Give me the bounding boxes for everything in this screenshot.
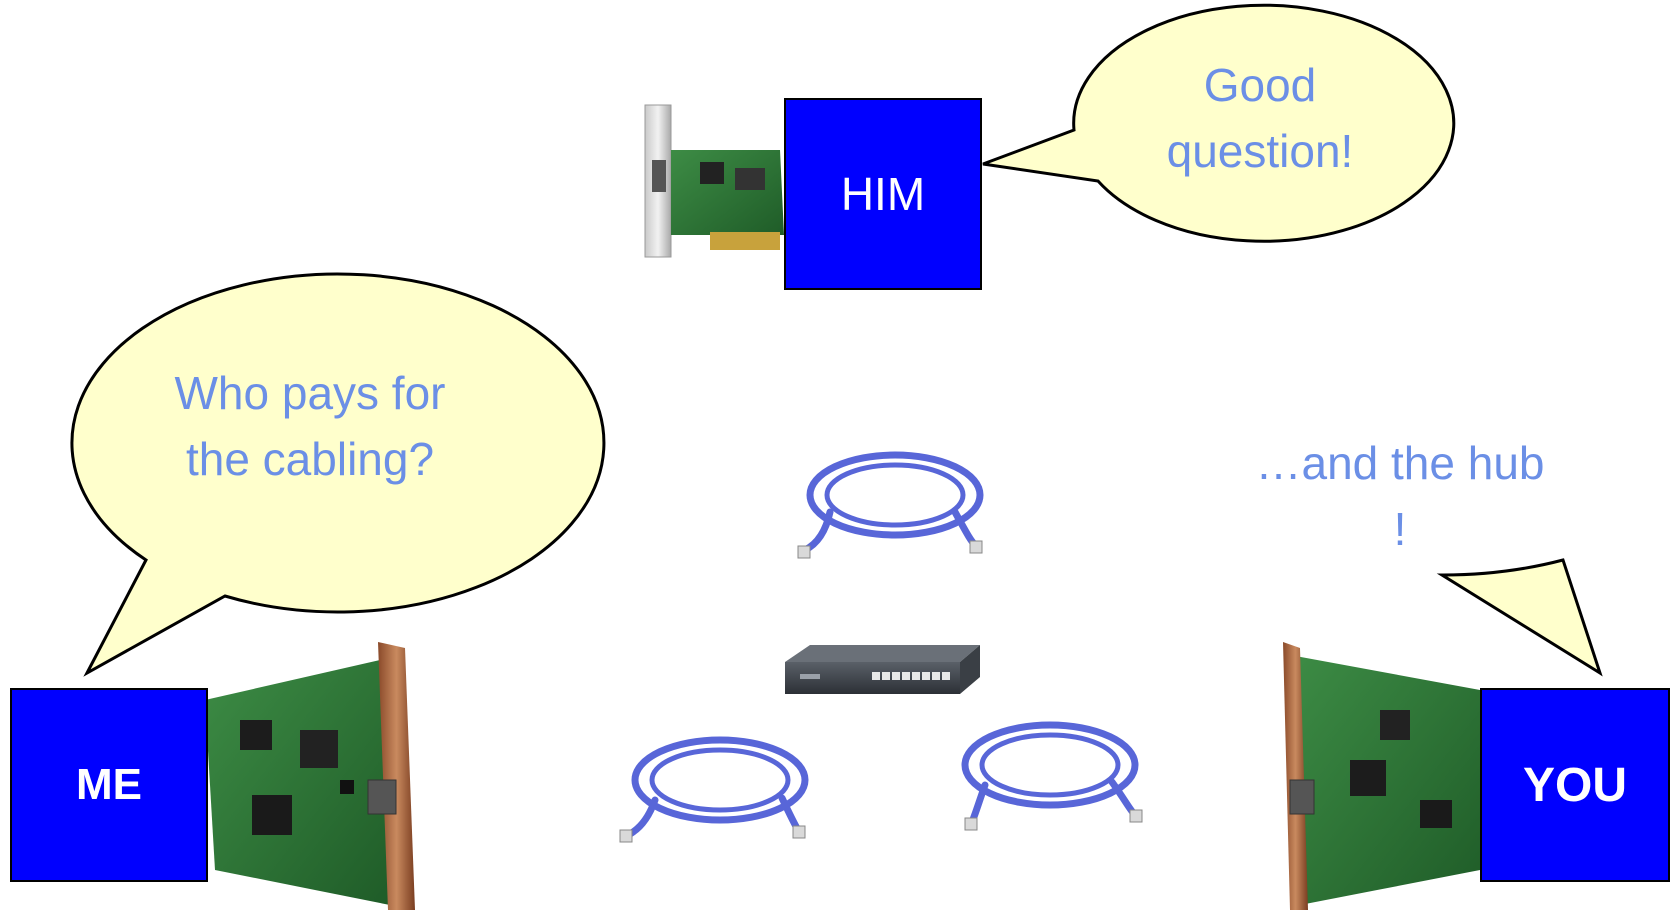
network-card-icon	[205, 642, 415, 910]
bubble-you-line2: !	[1393, 503, 1407, 555]
me-box: ME	[10, 688, 208, 882]
bubble-him-line2: question!	[1166, 125, 1354, 177]
ethernet-cable-icon	[619, 736, 809, 843]
bubble-him-line1: Good	[1203, 59, 1317, 111]
bubble-me-line1: Who pays for	[174, 367, 446, 419]
ethernet-cable-icon	[797, 451, 984, 559]
bubble-me-line2: the cabling?	[185, 433, 435, 485]
him-label: HIM	[840, 168, 926, 220]
bubble-text-me: Who pays for the cabling?	[130, 360, 490, 492]
network-card-icon	[644, 104, 784, 258]
you-box: YOU	[1480, 688, 1670, 882]
network-card-icon	[1283, 642, 1480, 910]
speech-bubble-him	[982, 3, 1456, 243]
speech-bubble-you	[1436, 558, 1603, 677]
bubble-text-him: Good question!	[1110, 52, 1410, 184]
him-box: HIM	[784, 98, 982, 290]
me-label: ME	[76, 760, 142, 809]
bubble-you-line1: …and the hub	[1255, 437, 1545, 489]
ethernet-cable-icon	[961, 721, 1143, 831]
bubble-text-you: …and the hub !	[1220, 430, 1580, 562]
you-label: YOU	[1522, 758, 1627, 812]
network-hub-icon	[785, 645, 980, 694]
speech-bubble-me	[70, 272, 606, 677]
